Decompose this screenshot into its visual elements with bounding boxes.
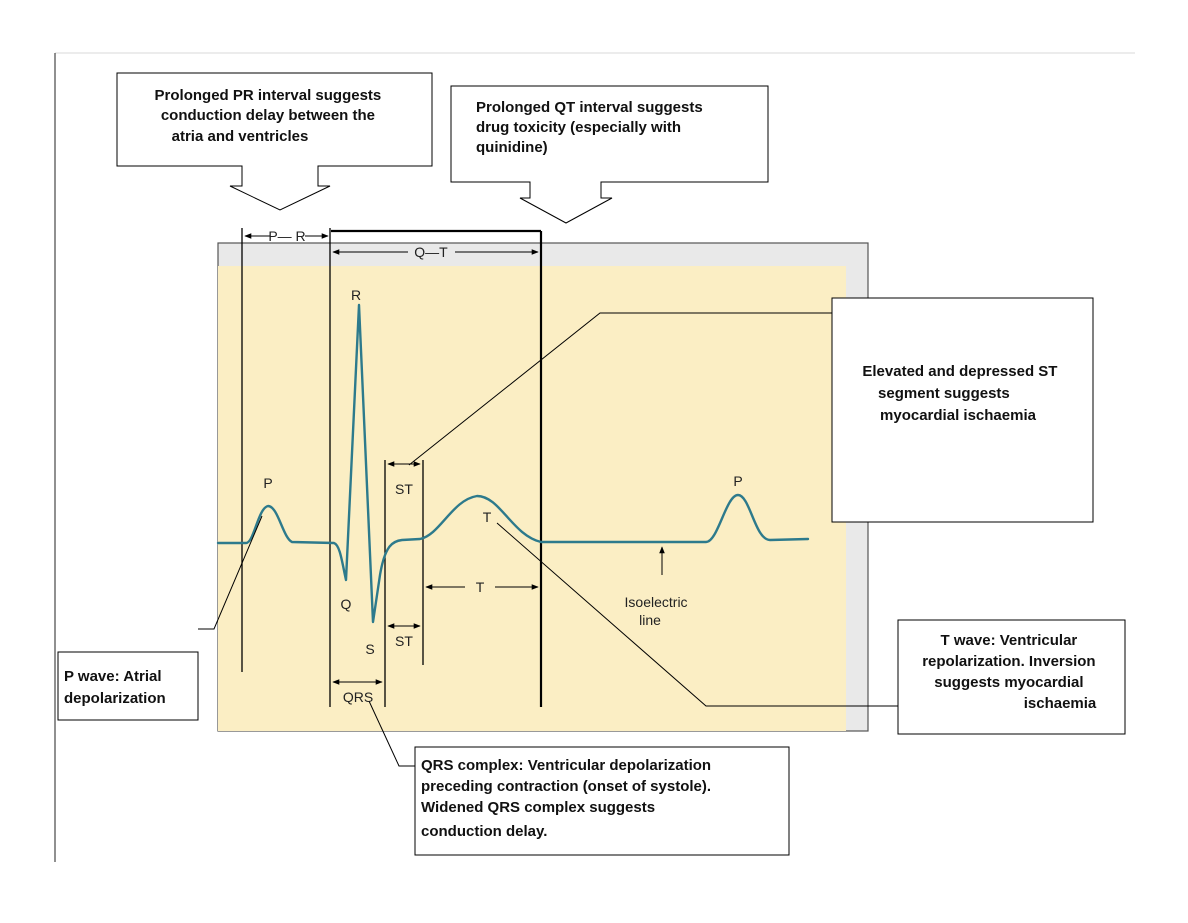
pr-interval-label: P— R [268,228,305,244]
r-label: R [351,287,361,303]
ecg-waveform [216,303,810,624]
qrs-callout-text: QRS complex: Ventricular depolarization … [421,757,715,840]
isoelectric-label: Isoelectric line [625,594,692,628]
panel-fill [218,266,846,731]
q-label: Q [341,596,352,612]
p2-label: P [733,473,742,489]
st-bottom-label: ST [395,633,413,649]
p1-label: P [263,475,272,491]
p-wave-callout-text: P wave: Atrial depolarization [64,668,166,707]
pr-callout-text: Prolonged PR interval suggests conductio… [155,87,386,145]
s-label: S [365,641,374,657]
st-top-label: ST [395,481,413,497]
pr-callout-box [116,72,433,211]
t-label: T [483,509,492,525]
st-callout-text: Elevated and depressed ST segment sugges… [862,363,1061,424]
qt-interval-label: Q—T [414,244,448,260]
qt-callout-text: Prolonged QT interval suggests drug toxi… [476,99,707,156]
st-leader-line [408,312,832,466]
p-wave-callout-box [57,651,199,721]
t-wave-callout-text: T wave: Ventricular repolarization. Inve… [922,632,1100,712]
t-wave-leader-line [496,522,898,707]
qrs-callout-box [414,746,790,856]
qt-callout-box [450,85,769,224]
t-wave-callout-box [897,619,1126,735]
p-wave-leader-line [198,515,263,630]
qrs-leader-line [368,700,415,767]
st-callout-box [831,297,1094,523]
qrs-interval-label: QRS [343,689,373,705]
t-interval-label: T [476,579,485,595]
